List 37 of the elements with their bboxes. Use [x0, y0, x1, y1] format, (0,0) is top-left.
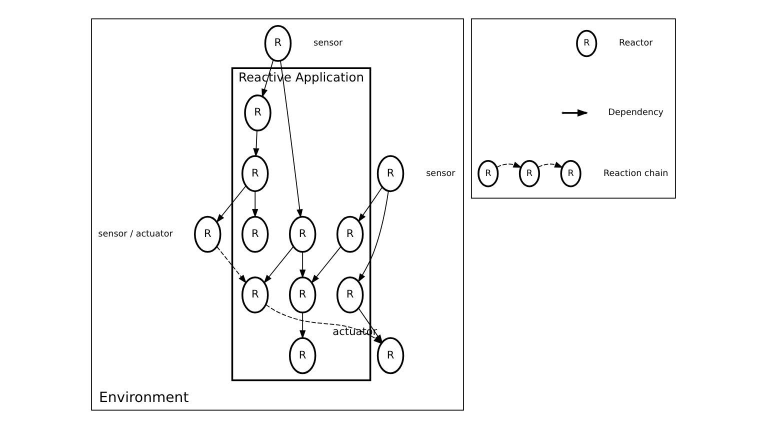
node-ellipse: R	[576, 30, 597, 58]
node-ellipse: R	[477, 160, 498, 188]
arrow	[537, 162, 563, 168]
node-ellipse: R	[288, 337, 316, 374]
arrow	[216, 246, 246, 284]
arrow	[216, 186, 246, 223]
node-label: sensor	[426, 168, 455, 179]
node-label: sensor / actuator	[98, 229, 172, 240]
arrow	[299, 251, 306, 278]
arrow	[299, 312, 306, 340]
node-ellipse: R	[240, 155, 268, 192]
legend-label: Reactor	[618, 38, 652, 49]
arrow	[496, 162, 522, 168]
arrow	[252, 190, 258, 218]
arrow	[358, 186, 382, 222]
node-ellipse: R	[336, 276, 364, 314]
node-label: sensor	[313, 38, 342, 49]
node-ellipse: R	[244, 94, 271, 132]
node-ellipse: R	[240, 276, 268, 314]
cluster	[470, 18, 676, 199]
node-ellipse: R	[376, 337, 404, 374]
arrow	[357, 190, 388, 282]
legend-label: Dependency	[608, 108, 664, 118]
node-ellipse: R	[240, 216, 268, 253]
arrow	[280, 60, 302, 218]
legend-label: Reaction chain	[603, 168, 668, 179]
arrow	[310, 246, 341, 284]
node-ellipse: R	[560, 160, 581, 188]
node-ellipse: R	[376, 155, 404, 192]
node-ellipse: R	[194, 216, 221, 253]
arrow	[252, 130, 259, 158]
node-ellipse: R	[288, 276, 316, 314]
node-ellipse: R	[264, 25, 292, 62]
node-ellipse: R	[288, 216, 316, 253]
arrow	[263, 246, 294, 284]
node-ellipse: R	[518, 160, 540, 188]
node-ellipse: R	[336, 216, 364, 253]
